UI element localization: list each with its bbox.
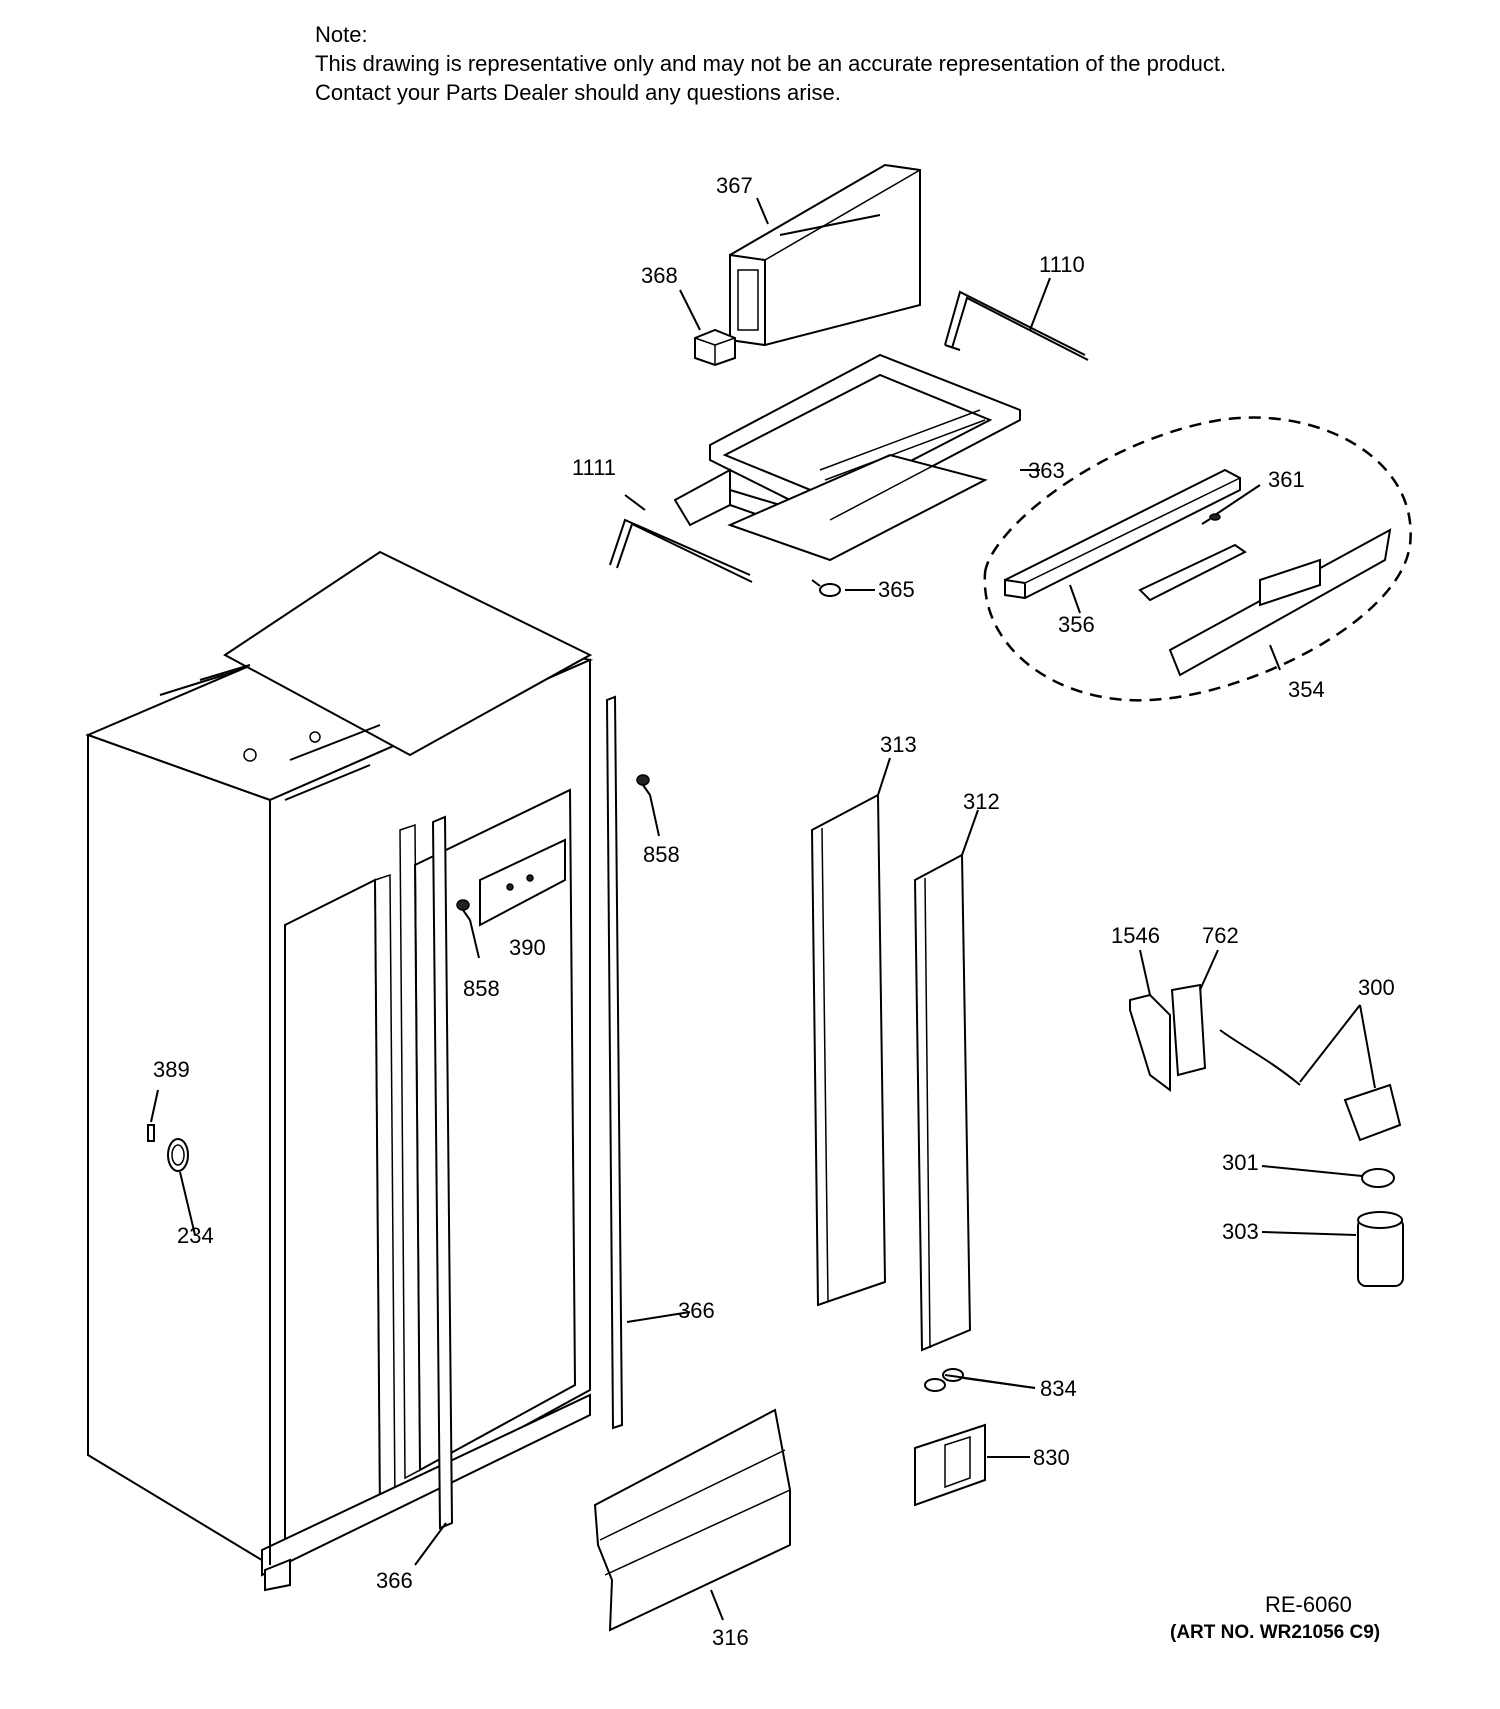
- callout-361: 361: [1268, 467, 1305, 492]
- part-363-vents: [819, 409, 986, 481]
- part-301-cap: [1361, 1168, 1395, 1188]
- callout-303: 303: [1222, 1219, 1259, 1244]
- callout-830: 830: [1033, 1445, 1070, 1470]
- callout-1546: 1546: [1111, 923, 1160, 948]
- part-354-control-panel: [1168, 528, 1392, 677]
- callout-858-lower: 858: [463, 976, 500, 1001]
- callout-366-left: 366: [376, 1568, 413, 1593]
- part-762-block: [1170, 983, 1207, 1077]
- part-312-panel: [913, 853, 972, 1352]
- part-390-plate: [479, 838, 566, 927]
- part-366-strip-left: [431, 815, 454, 1530]
- callout-367: 367: [716, 173, 753, 198]
- part-830-bracket: [914, 1423, 986, 1507]
- callout-1110: 1110: [1039, 252, 1085, 277]
- leader-lines: [150, 197, 1376, 1621]
- callout-356: 356: [1058, 612, 1095, 637]
- part-367-duct: [729, 163, 921, 347]
- part-363-housing: [673, 353, 1021, 562]
- callout-316: 316: [712, 1625, 749, 1650]
- control-assembly-outline: [983, 416, 1412, 702]
- callout-354: 354: [1288, 677, 1325, 702]
- callout-366-right: 366: [678, 1298, 715, 1323]
- part-368-block: [694, 328, 736, 367]
- callout-834: 834: [1040, 1376, 1077, 1401]
- disclaimer-note: Note: This drawing is representative onl…: [315, 20, 1226, 107]
- part-316-kickplate: [593, 1408, 791, 1632]
- callout-300: 300: [1358, 975, 1395, 1000]
- part-365-clip: [811, 579, 841, 597]
- note-line-1: This drawing is representative only and …: [315, 51, 1227, 76]
- part-361-screw: [1201, 513, 1221, 525]
- callout-labels: 367 368 1110 1111 363 361 365 356 354 31…: [153, 173, 1395, 1650]
- callout-762: 762: [1202, 923, 1239, 948]
- part-858-screw-upper: [636, 774, 651, 796]
- callout-363: 363: [1028, 458, 1065, 483]
- control-board: [1138, 543, 1247, 602]
- part-356-control-housing: [1004, 468, 1241, 600]
- callout-368: 368: [641, 263, 678, 288]
- part-389-label: [147, 1124, 155, 1142]
- callout-313: 313: [880, 732, 917, 757]
- callout-390: 390: [509, 935, 546, 960]
- callout-365: 365: [878, 577, 915, 602]
- part-1111-rod: [609, 518, 753, 583]
- part-300-filter-head: [1219, 1029, 1402, 1142]
- part-234-grille: [167, 1138, 189, 1172]
- part-858-screw-lower: [456, 899, 471, 921]
- callout-312: 312: [963, 789, 1000, 814]
- part-366-strip-right: [605, 695, 624, 1430]
- reference-code: RE-6060: [1265, 1592, 1352, 1617]
- part-834-clips: [924, 1368, 964, 1392]
- part-313-panel: [810, 793, 887, 1307]
- art-number: (ART NO. WR21056 C9): [1170, 1622, 1381, 1643]
- part-1110-rod: [944, 290, 1089, 361]
- callout-234: 234: [177, 1223, 214, 1248]
- callout-858-upper: 858: [643, 842, 680, 867]
- callout-1111: 1111: [572, 455, 616, 480]
- part-1546-bracket: [1129, 993, 1171, 1092]
- callout-301: 301: [1222, 1150, 1259, 1175]
- part-303-cartridge: [1357, 1211, 1404, 1287]
- note-line-2: Contact your Parts Dealer should any que…: [315, 80, 841, 105]
- note-title: Note:: [315, 22, 368, 47]
- callout-389: 389: [153, 1057, 190, 1082]
